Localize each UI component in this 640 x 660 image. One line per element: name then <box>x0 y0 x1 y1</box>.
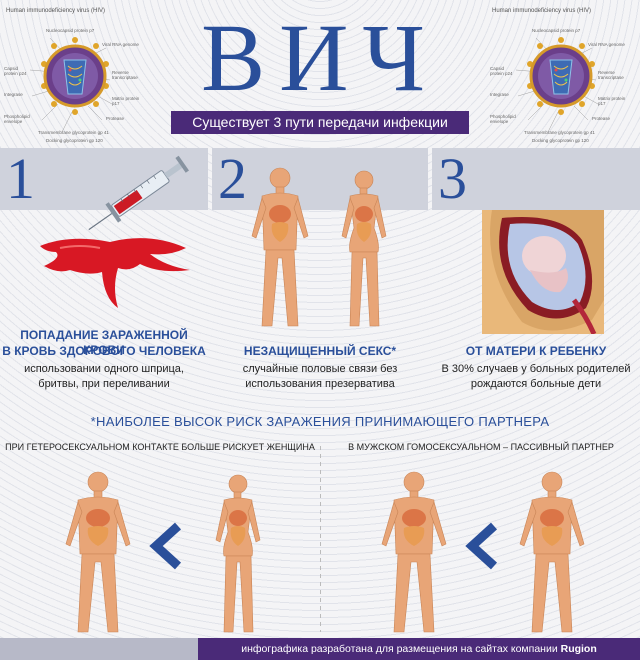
risk-heterosexual: ПРИ ГЕТЕРОСЕКСУАЛЬНОМ КОНТАКТЕ БОЛЬШЕ РИ… <box>0 440 320 636</box>
label-capsid: Capsid protein p24 <box>4 66 27 76</box>
label-nucleocapsid: Nucleocapsid protein p7 <box>532 28 581 33</box>
panel-heading: ОТ МАТЕРИ К РЕБЕНКУ <box>465 344 607 358</box>
page-title: ВИЧ <box>201 4 439 111</box>
label-transmembrane: Transmembrane glycoprotein gp 41 <box>524 130 595 135</box>
label-capsid: Capsid protein p24 <box>490 66 513 76</box>
chevron-left-icon <box>465 522 498 570</box>
transmission-panel-blood: 1 ПОПАДАНИЕ ЗАРАЖЕННОЙ КРОВИ В КРОВ <box>0 148 208 406</box>
hiv-virus-icon <box>29 37 113 133</box>
panel-number: 3 <box>438 146 467 211</box>
label-phospholipid: Phospholipid envelope <box>4 114 30 124</box>
footer: инфографика разработана для размещения н… <box>0 638 640 660</box>
transmission-panel-mother: 3 ОТ МАТЕРИ К РЕБЕНКУ В 30% случаев у бо… <box>432 148 640 406</box>
panel-description: использования презерватива <box>245 378 395 390</box>
label-protease: Protease <box>592 116 611 121</box>
footer-brand: Rugion <box>560 643 597 655</box>
label-phospholipid: Phospholipid envelope <box>490 114 516 124</box>
panel-band <box>432 148 640 210</box>
label-viral-rna: Viral RNA genome <box>588 42 625 47</box>
hiv-virus-diagram-right: Human immunodeficiency virus (HIV) <box>488 8 638 146</box>
risk-title: *НАИБОЛЕЕ ВЫСОК РИСК ЗАРАЖЕНИЯ ПРИНИМАЮЩ… <box>90 414 550 429</box>
anatomy-man-man-icon <box>381 471 585 633</box>
label-nucleocapsid: Nucleocapsid protein p7 <box>46 28 95 33</box>
label-matrix: Matrix protein p17 <box>598 96 626 106</box>
label-protease: Protease <box>106 116 125 121</box>
label-docking: Docking glycoprotein gp 120 <box>532 138 589 143</box>
label-integrase: Integrase <box>490 92 509 97</box>
chevron-left-icon <box>149 522 182 570</box>
label-reverse-transcriptase: Reverse transcriptase <box>112 70 138 80</box>
panel-number: 1 <box>6 146 35 211</box>
footer-strip <box>0 638 198 660</box>
footer-credit: инфографика разработана для размещения н… <box>198 638 640 660</box>
syringe-blood-icon <box>40 155 190 308</box>
panel-description: случайные половые связи без <box>242 363 398 375</box>
virus-diagram-title: Human immunodeficiency virus (HIV) <box>492 8 592 14</box>
panel-description: использовании одного шприца, <box>24 363 184 375</box>
hiv-virus-icon <box>515 37 599 133</box>
risk-homosexual: В МУЖСКОМ ГОМОСЕКСУАЛЬНОМ – ПАССИВНЫЙ ПА… <box>322 440 640 636</box>
panel-heading: ПОПАДАНИЕ ЗАРАЖЕННОЙ КРОВИ <box>20 328 188 357</box>
panel-description: рождаются больные дети <box>470 378 602 390</box>
risk-label: ПРИ ГЕТЕРОСЕКСУАЛЬНОМ КОНТАКТЕ БОЛЬШЕ РИ… <box>5 442 315 452</box>
pregnancy-womb-icon <box>482 210 604 334</box>
panel-number: 2 <box>218 146 247 211</box>
anatomy-couple-icon <box>251 167 387 327</box>
footer-credit-text: инфографика разработана для размещения н… <box>241 643 561 655</box>
panel-description: В 30% случаев у больных родителей <box>441 363 631 375</box>
label-matrix: Matrix protein p17 <box>112 96 140 106</box>
panel-heading: НЕЗАЩИЩЕННЫЙ СЕКС* <box>243 344 397 358</box>
header: Human immunodeficiency virus (HIV) <box>0 0 640 148</box>
transmission-panel-sex: 2 <box>212 148 428 406</box>
panel-band <box>0 148 208 210</box>
label-viral-rna: Viral RNA genome <box>102 42 139 47</box>
risk-label: В МУЖСКОМ ГОМОСЕКСУАЛЬНОМ – ПАССИВНЫЙ ПА… <box>348 442 614 452</box>
subtitle-banner: Существует 3 пути передачи инфекции <box>171 111 469 134</box>
panel-description: бритвы, при переливании <box>38 378 170 390</box>
label-docking: Docking glycoprotein gp 120 <box>46 138 103 143</box>
risk-divider <box>320 446 321 632</box>
label-integrase: Integrase <box>4 92 23 97</box>
panel-band <box>212 148 428 210</box>
label-transmembrane: Transmembrane glycoprotein gp 41 <box>38 130 109 135</box>
hiv-virus-diagram-left: Human immunodeficiency virus (HIV) <box>2 8 152 146</box>
label-reverse-transcriptase: Reverse transcriptase <box>598 70 624 80</box>
virus-diagram-title: Human immunodeficiency virus (HIV) <box>6 8 106 14</box>
panel-heading: В КРОВЬ ЗДОРОВОГО ЧЕЛОВЕКА <box>2 344 206 358</box>
anatomy-man-woman-icon <box>65 471 261 633</box>
